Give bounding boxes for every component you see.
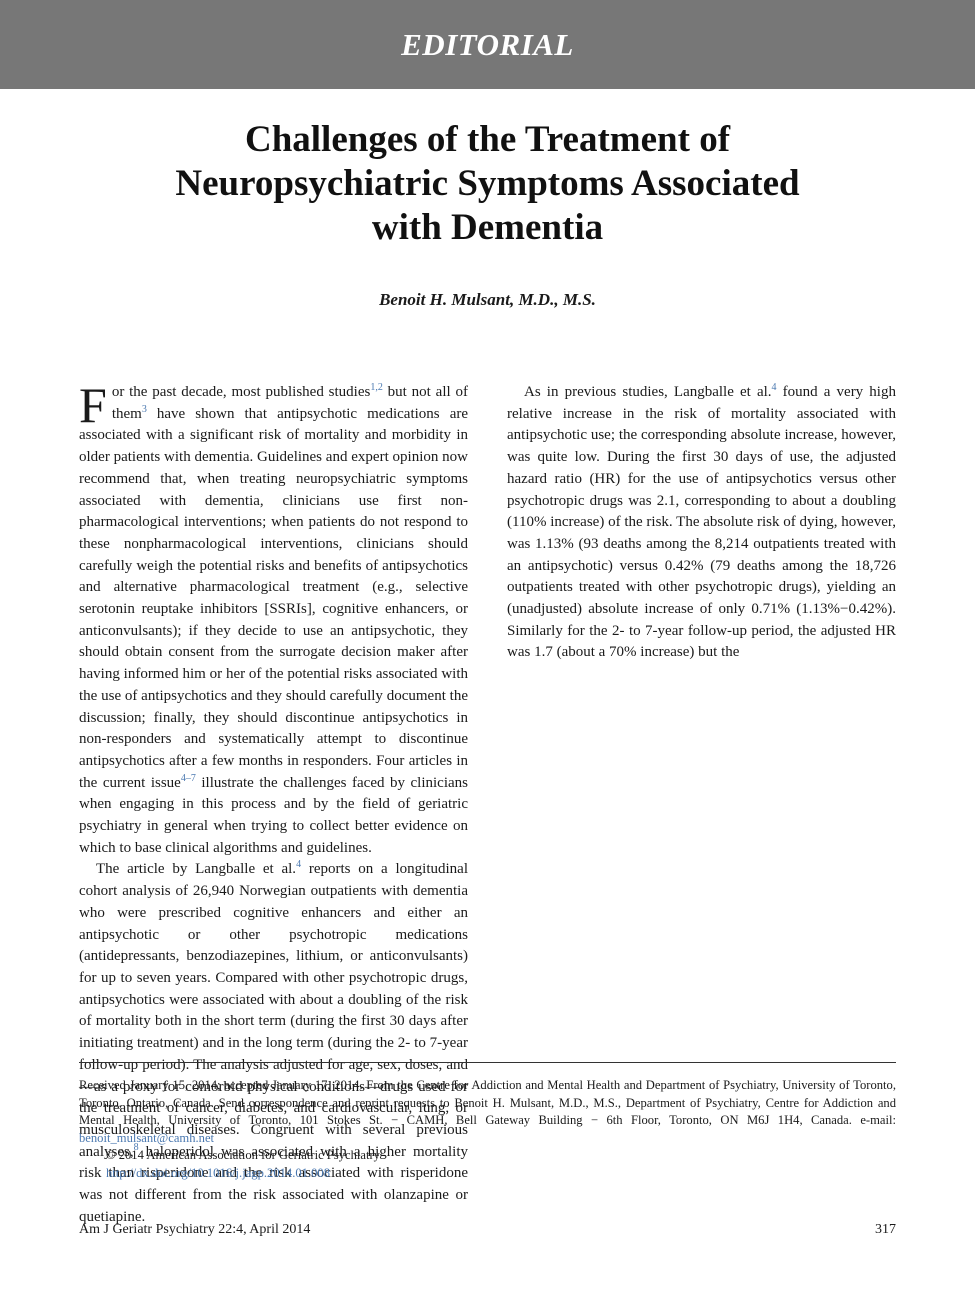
title-line-2: Neuropsychiatric Symptoms Associated: [175, 163, 800, 204]
title-line-3: with Dementia: [371, 207, 604, 248]
doi-line: http://dx.doi.org/10.1016/j.jagp.2014.01…: [79, 1165, 896, 1183]
reference-link[interactable]: 1,2: [370, 382, 383, 393]
reference-link[interactable]: 3: [141, 403, 147, 415]
journal-citation: Am J Geriatr Psychiatry 22:4, April 2014: [79, 1222, 311, 1237]
reference-link[interactable]: 4: [771, 382, 777, 393]
section-banner: EDITORIAL: [0, 0, 975, 89]
doi-link[interactable]: http://dx.doi.org/10.1016/j.jagp.2014.01…: [106, 1165, 331, 1180]
page-number: 317: [875, 1222, 896, 1237]
section-label: EDITORIAL: [401, 26, 574, 62]
reference-link[interactable]: 4: [296, 859, 302, 871]
email-link[interactable]: benoit_mulsant@camh.net: [79, 1130, 215, 1145]
received-note: Received January 15, 2014; accepted Janu…: [79, 1078, 896, 1145]
footnote-divider: [79, 1062, 896, 1063]
reference-link[interactable]: 4–7: [180, 772, 196, 784]
title-line-1: Challenges of the Treatment of: [244, 119, 731, 160]
article-title: Challenges of the Treatment of Neuropsyc…: [60, 118, 915, 250]
footnote: Received January 15, 2014; accepted Janu…: [79, 1077, 896, 1182]
reference-link[interactable]: 8: [133, 1141, 139, 1153]
body-column-right: As in previous studies, Langballe et al.…: [507, 382, 896, 664]
copyright-note: © 2014 American Association for Geriatri…: [106, 1148, 380, 1162]
drop-cap: F: [79, 377, 107, 433]
author-byline: Benoit H. Mulsant, M.D., M.S.: [379, 290, 596, 309]
paragraph-2: The article by Langballe et al.4 reports…: [79, 859, 468, 1225]
paragraph-3: As in previous studies, Langballe et al.…: [507, 382, 896, 661]
